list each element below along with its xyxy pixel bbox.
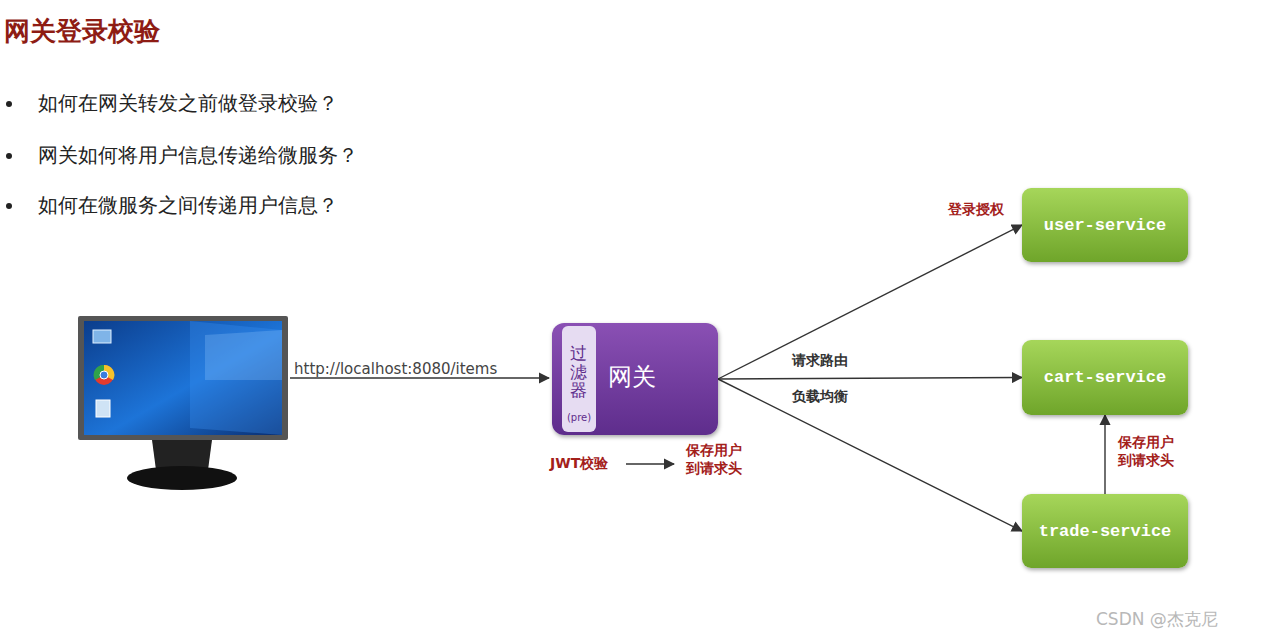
step-label: 保存用户 到请求头 [686,442,752,477]
gateway-box: 网关 过滤器 (pre) [552,323,718,435]
edge-note: 负载均衡 [792,388,848,406]
monitor-illustration [78,316,288,490]
node-text: 网关 [608,361,656,393]
connector [718,225,1022,379]
connector [718,378,1022,380]
connector [1104,415,1105,494]
filter-strip: 过滤器 (pre) [562,326,596,432]
edge-note: 登录授权 [948,201,1004,219]
connector [718,379,1022,531]
service-box: user-service [1022,188,1188,262]
bullet-text: 如何在微服务之间传递用户信息？ [38,192,338,219]
service-box: cart-service [1022,340,1188,415]
url-label: http://localhost:8080/items [294,360,497,378]
step-label: JWT校验 [550,455,608,473]
bullet-text: 如何在网关转发之前做登录校验？ [38,90,338,117]
service-box: trade-service [1022,494,1188,568]
node-text: 过滤器 [570,344,587,400]
watermark: CSDN @杰克尼 [1096,608,1218,631]
bullet-dots [6,101,12,209]
node-text: cart-service [1044,368,1166,387]
node-text: user-service [1044,216,1166,235]
node-text: (pre) [563,412,595,423]
edge-label: 请求路由 [792,352,848,370]
slide-title: 网关登录校验 [4,14,160,49]
node-text: trade-service [1039,522,1172,541]
edge-label: 保存用户 到请求头 [1118,434,1184,469]
bullet-text: 网关如何将用户信息传递给微服务？ [38,142,358,169]
jwt-arrow [626,464,674,465]
